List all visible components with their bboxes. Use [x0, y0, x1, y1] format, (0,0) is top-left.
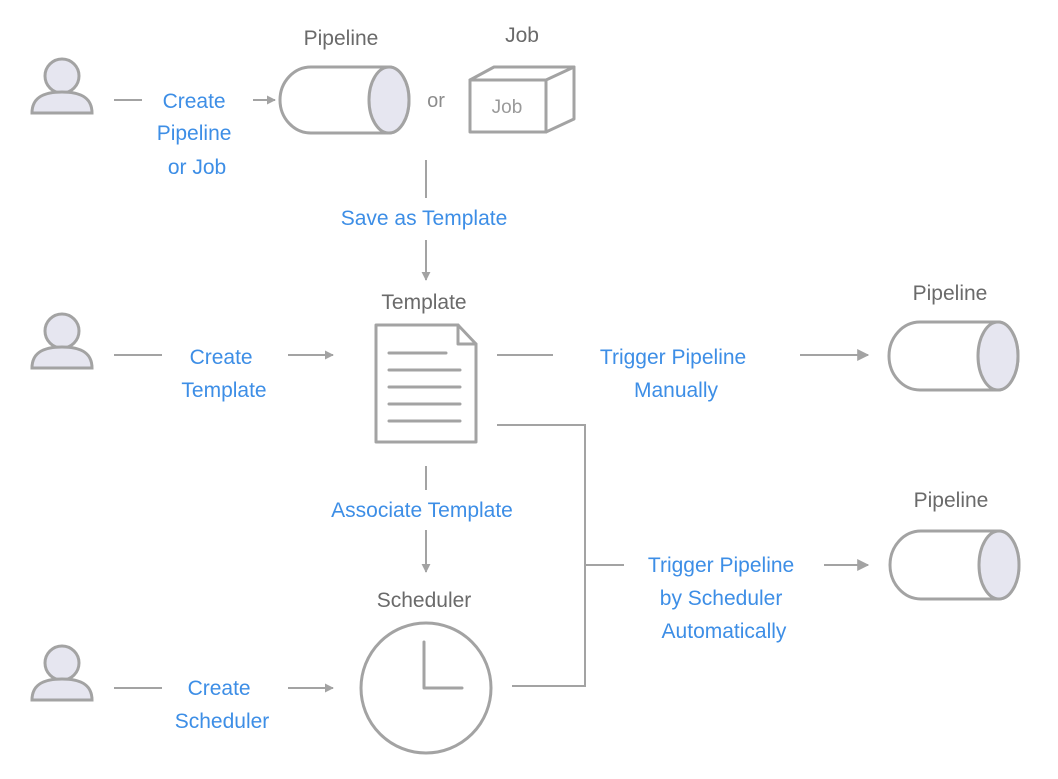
user-icon	[30, 644, 94, 702]
trigger-manually-label: Trigger Pipeline Manually	[600, 346, 752, 402]
pipeline-cylinder-icon	[887, 320, 1020, 392]
user-icon	[30, 57, 94, 115]
pipeline-cylinder-icon	[888, 529, 1021, 601]
trigger-scheduler-label: Trigger Pipeline by Scheduler Automatica…	[648, 554, 800, 643]
pipeline-top-title: Pipeline	[304, 27, 379, 50]
create-scheduler-label: Create Scheduler	[175, 677, 270, 733]
create-pipeline-or-job-label: Create Pipeline or Job	[157, 90, 238, 179]
scheduler-title: Scheduler	[377, 589, 472, 612]
pipeline-cylinder-icon	[278, 65, 411, 135]
job-box-label: Job	[492, 97, 523, 118]
template-title: Template	[381, 291, 466, 314]
document-icon	[374, 323, 478, 444]
user-icon	[30, 312, 94, 370]
save-as-template-label: Save as Template	[341, 207, 508, 230]
pipeline-right-2-title: Pipeline	[914, 489, 989, 512]
or-text: or	[427, 90, 445, 112]
clock-icon	[359, 621, 493, 755]
scheduler-connector-line	[497, 424, 586, 687]
create-template-label: Create Template	[181, 346, 266, 402]
associate-template-label: Associate Template	[331, 499, 513, 522]
job-title: Job	[505, 24, 539, 47]
pipeline-right-1-title: Pipeline	[913, 282, 988, 305]
job-box-icon: Job	[468, 65, 576, 134]
